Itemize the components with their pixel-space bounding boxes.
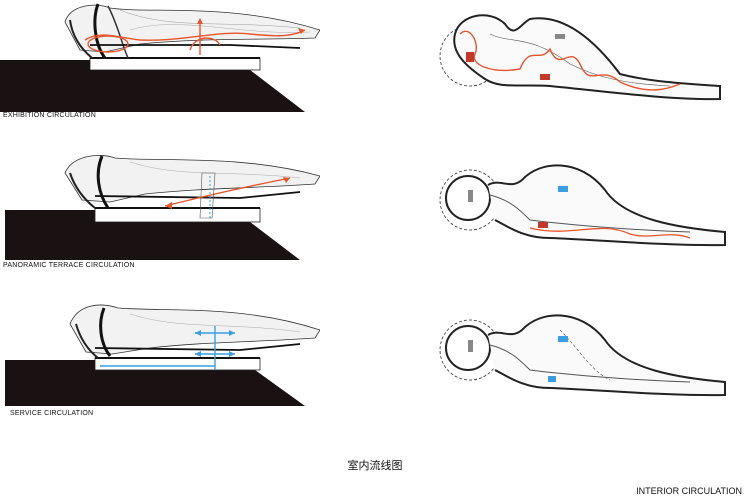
plan-diagram-terrace xyxy=(430,150,730,250)
terrain xyxy=(5,210,300,260)
exhibition-flow xyxy=(84,20,306,55)
terrain xyxy=(5,360,305,406)
plan-diagram-exhibition xyxy=(430,4,730,104)
exhibition-flow-plan xyxy=(459,30,681,91)
section-diagram-exhibition xyxy=(0,0,320,112)
section-label-terrace: PANORAMIC TERRACE CIRCULATION xyxy=(3,262,135,269)
shell-roof xyxy=(64,155,320,203)
building-outline xyxy=(453,14,721,101)
building-outline xyxy=(487,314,726,397)
section-diagram-service xyxy=(0,298,320,406)
structural-rib xyxy=(93,3,107,59)
section-diagram-terrace xyxy=(0,148,320,260)
structural-rib xyxy=(99,307,112,357)
diagram-title-cn: 室内流线图 xyxy=(347,459,403,472)
terrace-flow-plan xyxy=(529,227,691,239)
building-outline xyxy=(487,164,726,247)
shell-roof xyxy=(64,4,320,53)
podium xyxy=(89,57,261,71)
section-label-exhibition: EXHIBITION CIRCULATION xyxy=(3,112,96,119)
shell-roof xyxy=(69,304,320,355)
plan-diagram-service xyxy=(430,300,730,400)
structural-rib xyxy=(96,155,110,209)
section-label-service: SERVICE CIRCULATION xyxy=(10,410,94,417)
terrace-flow xyxy=(164,177,291,207)
diagram-title-en: INTERIOR CIRCULATION xyxy=(636,486,742,496)
service-flow xyxy=(100,326,235,370)
terrain xyxy=(0,60,305,112)
